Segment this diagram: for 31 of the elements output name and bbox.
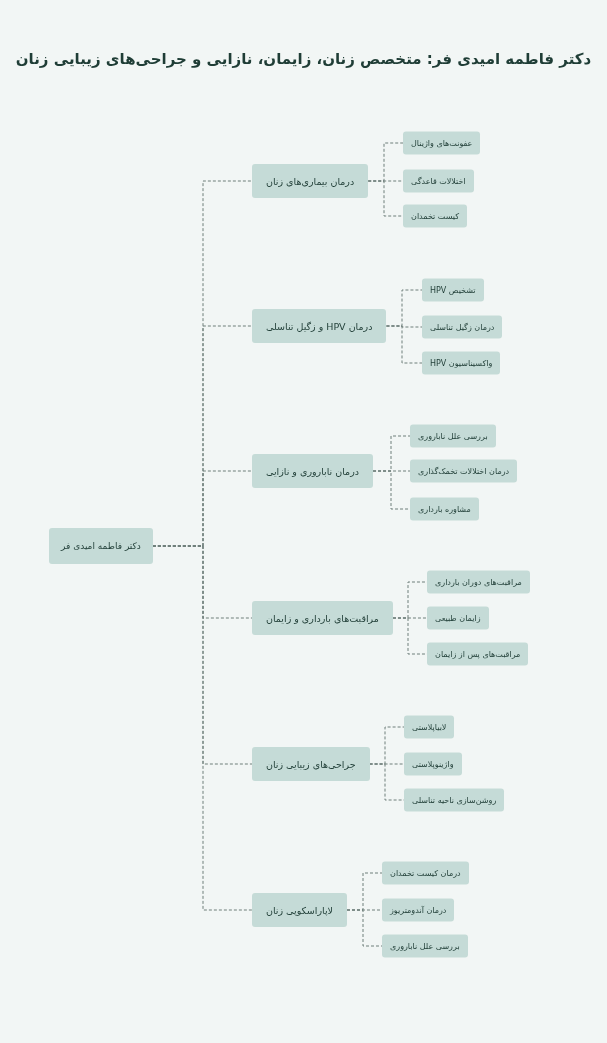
service-box: بررسی علل ناباروری <box>410 424 496 448</box>
service-box: عفونت‌های واژینال <box>403 131 481 155</box>
service-box: مشاوره بارداری <box>410 497 479 521</box>
service-box: واکسیناسیون HPV <box>422 351 501 375</box>
connector <box>392 617 428 655</box>
service-box: مراقبت‌های پس از زایمان <box>427 642 529 666</box>
service-box: لابیاپلاستی <box>404 715 455 739</box>
connector <box>372 470 411 510</box>
service-box: واژینوپلاستی <box>404 752 462 776</box>
category-box: مراقبت‌های بارداری و زایمان <box>252 601 393 635</box>
service-box: تشخیص HPV <box>422 278 484 302</box>
service-box: درمان کیست تخمدان <box>382 861 469 885</box>
service-box: درمان زگیل تناسلی <box>422 315 503 339</box>
connector <box>385 325 423 364</box>
service-box: درمان اختلالات تخمک‌گذاری <box>410 459 518 483</box>
service-box: درمان آندومتریوز <box>382 898 455 922</box>
service-box: مراقبت‌های دوران بارداری <box>427 570 530 594</box>
service-box: اختلالات قاعدگی <box>403 169 474 193</box>
category-box: درمان HPV و زگیل تناسلی <box>252 309 387 343</box>
connector <box>369 763 405 801</box>
category-box: لاپاراسکوپی زنان <box>252 893 347 927</box>
connector <box>367 180 404 217</box>
root-box: دکتر فاطمه امیدی فر <box>49 528 153 564</box>
category-box: درمان ناباروری و نازایی <box>252 454 374 488</box>
category-box: جراحی‌های زیبایی زنان <box>252 747 370 781</box>
service-box: کیست تخمدان <box>403 204 468 228</box>
diagram-title: دکتر فاطمه امیدی فر: متخصص زنان، زایمان، نازایی و جراحی‌های زیبایی زنان <box>15 50 592 68</box>
service-box: روشن‌سازی ناحیه تناسلی <box>404 788 505 812</box>
service-box: زایمان طبیعی <box>427 606 489 630</box>
category-box: درمان بیماری‌های زنان <box>252 164 369 198</box>
service-box: بررسی علل ناباروری <box>382 934 468 958</box>
